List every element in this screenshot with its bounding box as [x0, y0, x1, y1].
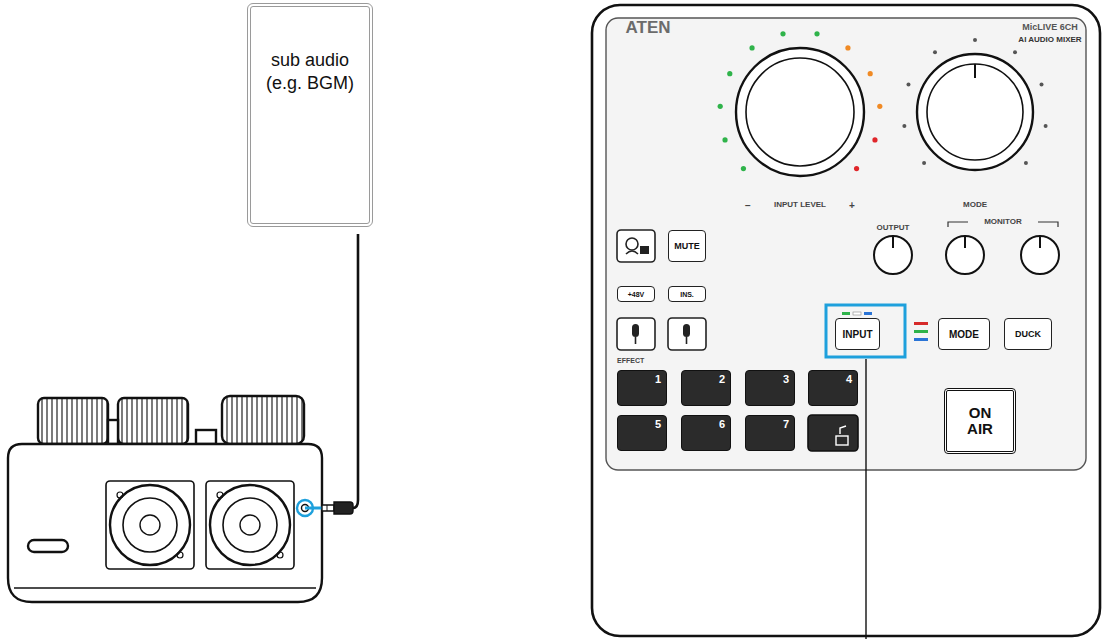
effect-pad: 5: [617, 415, 667, 451]
led-dot: [906, 82, 910, 86]
panel-button: INPUT: [835, 318, 880, 350]
node-text: 2: [719, 373, 725, 385]
source-box: sub audio (e.g. BGM): [247, 3, 373, 227]
knob-label: MODE: [961, 201, 989, 210]
effect-pad: 2: [681, 370, 731, 406]
knob-label: MONITOR: [982, 218, 1024, 227]
node-text: MUTE: [674, 241, 700, 251]
led-dot: [973, 38, 977, 42]
effect-pad: 7: [745, 415, 795, 451]
node-text: DUCK: [1015, 329, 1041, 339]
node-text: 3: [783, 373, 789, 385]
led-dot: [780, 31, 785, 36]
led-dot: [1013, 50, 1017, 54]
panel-button: MUTE: [668, 230, 706, 262]
led-dot: [722, 137, 727, 142]
on-air-button: ON AIR: [944, 388, 1016, 454]
leader-line: [865, 359, 866, 639]
knob-label: OUTPUT: [875, 224, 912, 233]
node-text: sub audio (e.g. BGM): [259, 49, 361, 94]
knob-sign: +: [849, 200, 855, 211]
led-dot: [933, 50, 937, 54]
effect-pad: 1: [617, 370, 667, 406]
node-text: ON AIR: [961, 405, 999, 437]
led-dot: [877, 104, 882, 109]
node-text: 6: [719, 418, 725, 430]
led-dot: [845, 45, 850, 50]
effect-pad: 4: [808, 370, 858, 406]
model-name: MicLIVE 6CH: [1020, 23, 1080, 33]
node-text: 1: [655, 373, 661, 385]
panel-button: INS.: [668, 286, 706, 302]
led-dot: [749, 45, 754, 50]
highlight-box: [826, 305, 905, 357]
led-dot: [741, 166, 746, 171]
knob-label: INPUT LEVEL: [772, 201, 828, 210]
node-text: +48V: [628, 291, 645, 298]
led-dot: [854, 166, 859, 171]
led-dot: [872, 137, 877, 142]
model-subtitle: AI AUDIO MIXER: [1016, 36, 1083, 45]
audio-cable: [305, 234, 358, 514]
led-dot: [902, 124, 906, 128]
led-dot: [1024, 161, 1028, 165]
node-text: INPUT: [843, 329, 873, 340]
top-view: [592, 5, 1100, 639]
group-label: EFFECT: [617, 357, 644, 365]
led-dot: [868, 71, 873, 76]
led-dot: [1040, 82, 1044, 86]
panel-button: DUCK: [1004, 318, 1052, 350]
led-dot: [727, 71, 732, 76]
led-dot: [1044, 124, 1048, 128]
panel-button: MODE: [938, 318, 990, 350]
led-dot: [718, 104, 723, 109]
led-dot: [814, 31, 819, 36]
brand-logo: ATEN: [625, 19, 670, 38]
effect-pad: 3: [745, 370, 795, 406]
panel-button: +48V: [617, 286, 655, 302]
front-view: [8, 396, 322, 602]
node-text: INS.: [680, 291, 694, 298]
knob-sign: −: [745, 200, 751, 211]
node-text: 5: [655, 418, 661, 430]
node-text: MODE: [949, 329, 979, 340]
node-text: 4: [846, 373, 852, 385]
node-text: 7: [783, 418, 789, 430]
effect-pad: 6: [681, 415, 731, 451]
led-dot: [922, 161, 926, 165]
